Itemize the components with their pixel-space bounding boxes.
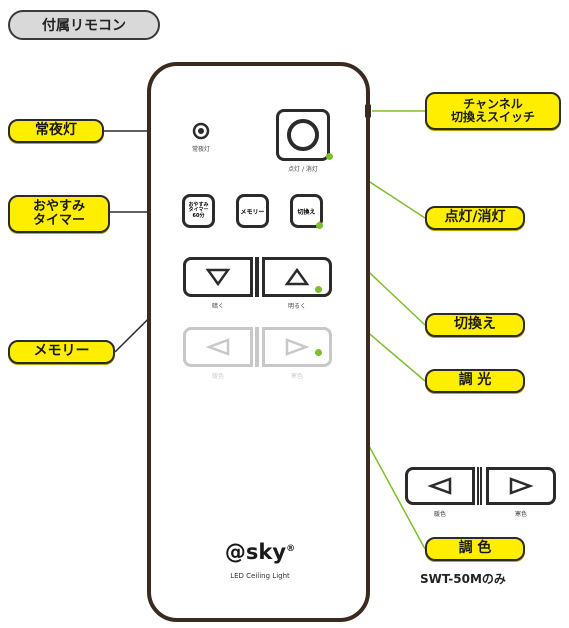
power-label: 点灯 / 消灯 xyxy=(288,166,318,173)
power-ring-icon xyxy=(287,119,319,151)
switch-marker xyxy=(316,222,323,229)
brand-mark: ® xyxy=(286,544,296,554)
cool-button[interactable] xyxy=(262,327,332,367)
callout-night-light: 常夜灯 xyxy=(8,119,104,143)
model-note: SWT-50Mのみ xyxy=(420,572,506,586)
triangle-right-icon xyxy=(509,477,534,495)
power-button[interactable] xyxy=(276,109,330,161)
brand-text: @sky xyxy=(224,540,287,564)
channel-switch[interactable] xyxy=(365,104,371,118)
callout-switch: 切換え xyxy=(425,313,525,337)
dim-divider xyxy=(255,257,259,297)
triangle-right-icon xyxy=(285,338,310,356)
brand-logo: @sky® xyxy=(195,540,325,564)
power-marker xyxy=(326,153,333,160)
callout-dimming: 調 光 xyxy=(425,369,525,393)
dim-marker xyxy=(315,286,322,293)
inset-divider xyxy=(477,467,482,505)
inset-warm-button xyxy=(405,467,475,505)
warm-button[interactable] xyxy=(183,327,253,367)
switch-btn-label: 切換え xyxy=(297,208,316,216)
sleep-timer-button[interactable]: おやすみ タイマー 60分 xyxy=(182,194,215,228)
dim-down-label: 暗く xyxy=(211,303,224,310)
bulb-icon[interactable] xyxy=(192,122,210,140)
callout-on-off: 点灯/消灯 xyxy=(425,206,525,230)
night-light-label: 常夜灯 xyxy=(191,146,210,153)
triangle-left-icon xyxy=(205,338,230,356)
inset-warm-label: 暖色 xyxy=(433,511,446,518)
color-divider xyxy=(255,327,259,367)
warm-label-faded: 暖色 xyxy=(211,373,224,380)
dim-down-button[interactable] xyxy=(183,257,253,297)
callout-color-tone: 調 色 xyxy=(425,537,525,561)
triangle-left-icon xyxy=(427,477,452,495)
memory-button[interactable]: メモリー xyxy=(236,194,269,228)
cool-label-faded: 寒色 xyxy=(290,373,303,380)
timer-label: おやすみ タイマー 60分 xyxy=(188,202,209,219)
callout-channel-switch: チャンネル 切換えスイッチ xyxy=(425,92,561,130)
inset-cool-button xyxy=(486,467,556,505)
inset-cool-label: 寒色 xyxy=(514,511,527,518)
callout-sleep-timer: おやすみ タイマー xyxy=(8,195,110,233)
triangle-down-icon xyxy=(205,268,231,287)
triangle-up-icon xyxy=(284,267,310,286)
color-marker xyxy=(315,349,322,356)
callout-memory: メモリー xyxy=(8,340,115,364)
brand-subtitle: LED Ceiling Light xyxy=(230,572,290,580)
dim-up-label: 明るく xyxy=(287,303,306,310)
page-title: 付属リモコン xyxy=(8,10,160,40)
memory-btn-label: メモリー xyxy=(240,208,265,216)
